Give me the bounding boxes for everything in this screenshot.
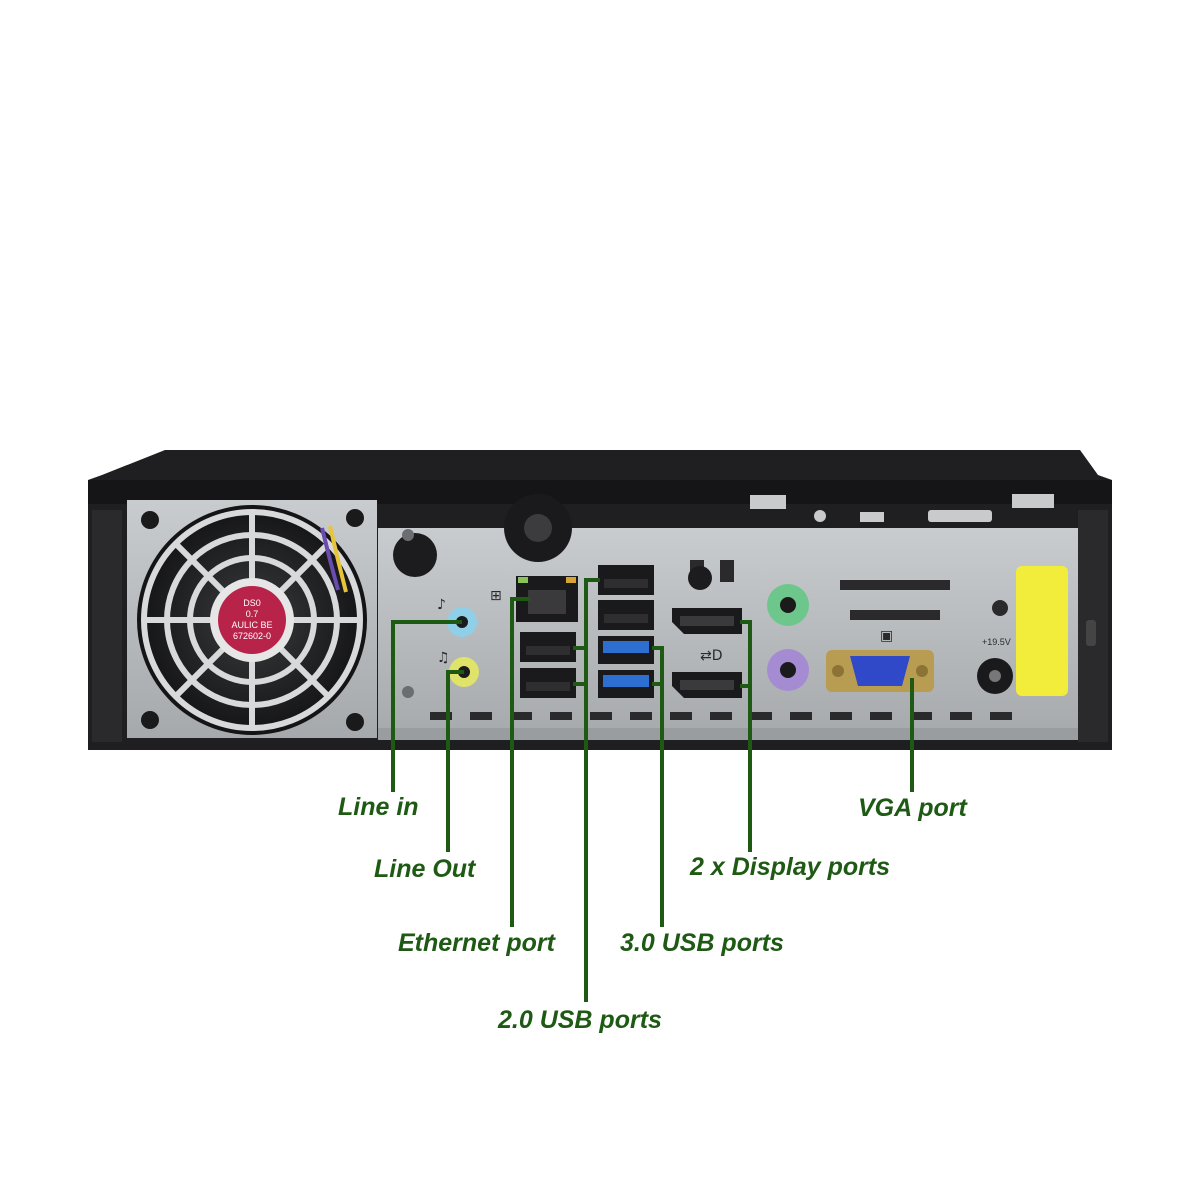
vga-screw — [916, 665, 928, 677]
usb3-tongue — [603, 675, 649, 687]
label-display-ports: 2 x Display ports — [689, 853, 890, 881]
label-usb3-ports: 3.0 USB ports — [620, 929, 784, 957]
leader-line-in — [391, 620, 462, 792]
label-line-in: Line in — [338, 793, 419, 821]
fan-sticker-line: AULIC BE — [231, 620, 272, 630]
callout-leaders — [391, 578, 914, 1002]
usb2-tongue — [604, 579, 648, 588]
plate-hole — [992, 600, 1008, 616]
callout-labels: Line in Line Out Ethernet port 2.0 USB p… — [338, 793, 968, 1034]
usb2-tongue — [526, 646, 570, 655]
displayport-socket — [680, 680, 734, 690]
vent-slots — [430, 560, 1012, 720]
io-plate-bottom — [378, 728, 1078, 740]
fan-sticker-line: 0.7 — [246, 609, 259, 619]
line-in-icon: ♪ — [437, 597, 446, 613]
fan-sticker-line: 672602-0 — [233, 631, 271, 641]
network-icon: ⊞ — [490, 588, 502, 604]
plate-screw — [402, 529, 414, 541]
screw — [346, 509, 364, 527]
fan-sticker-line: DS0 — [243, 598, 261, 608]
vga-connector — [850, 656, 910, 686]
leader-usb3 — [652, 646, 664, 927]
usb2-ports — [520, 565, 654, 698]
ps2-ports — [767, 584, 809, 691]
top-slot — [860, 512, 884, 522]
vga-screw — [832, 665, 844, 677]
usb3-ports — [598, 636, 654, 698]
fan-panel: DS0 0.7 AULIC BE 672602-0 — [127, 500, 377, 738]
ethernet-led — [518, 577, 528, 583]
displayport-icon: ⇄D — [700, 648, 723, 664]
monitor-icon: ▣ — [880, 628, 893, 644]
leader-displayport — [740, 620, 752, 852]
ps2-mouse-socket — [780, 597, 796, 613]
top-slot — [1012, 494, 1054, 508]
side-latch — [1086, 620, 1096, 646]
label-vga-port: VGA port — [858, 794, 968, 822]
thumbscrew-center — [524, 514, 552, 542]
warning-sticker — [1016, 566, 1068, 696]
fan-wires — [328, 525, 348, 593]
top-slot — [928, 510, 992, 522]
screw — [141, 511, 159, 529]
leader-ethernet — [510, 597, 530, 927]
usb2-tongue — [604, 614, 648, 623]
power-rating: +19.5V — [982, 637, 1011, 647]
display-ports: ⇄D — [672, 608, 742, 698]
fan-sticker — [218, 586, 286, 654]
plate-cutout — [393, 533, 437, 577]
label-usb2-ports: 2.0 USB ports — [497, 1006, 662, 1034]
ps2-keyboard-socket — [780, 662, 796, 678]
label-ethernet-port: Ethernet port — [398, 929, 557, 957]
screw — [346, 713, 364, 731]
vga-port[interactable]: ▣ — [826, 628, 934, 692]
top-hole — [814, 510, 826, 522]
power-jack-pin — [989, 670, 1001, 682]
leader-usb2 — [573, 578, 600, 1002]
screw — [141, 711, 159, 729]
ethernet-socket — [528, 590, 566, 614]
plate-screw — [402, 686, 414, 698]
chassis-left-side — [92, 510, 122, 742]
label-line-out: Line Out — [374, 855, 477, 883]
usb3-tongue — [603, 641, 649, 653]
line-out-icon: ♫ — [437, 650, 450, 666]
usb2-tongue — [526, 682, 570, 691]
top-slot — [750, 495, 786, 509]
ethernet-port[interactable]: ⊞ — [490, 576, 578, 622]
fan-wires — [320, 527, 340, 591]
plate-cutout — [688, 566, 712, 590]
power-area: +19.5V — [977, 566, 1068, 696]
leader-line-out — [446, 670, 464, 852]
displayport-socket — [680, 616, 734, 626]
ethernet-led — [566, 577, 576, 583]
